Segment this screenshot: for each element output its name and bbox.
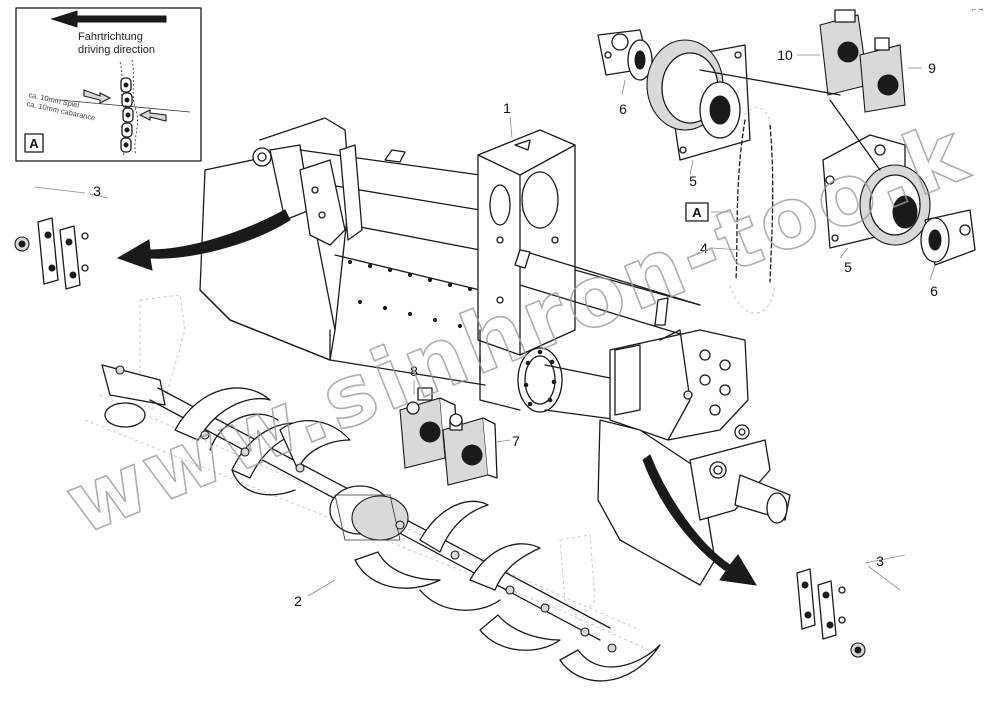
leader-lines — [34, 54, 936, 597]
inset-frame — [15, 7, 202, 162]
inset-view-tag: A — [29, 136, 39, 151]
direction-arrow-icon — [50, 10, 167, 28]
callout-5-right: 5 — [844, 259, 852, 275]
chain-view-tag-box — [685, 202, 709, 222]
callout-9: 9 — [928, 60, 936, 76]
gearbox-flange-top — [646, 39, 751, 161]
oil-canister-7 — [442, 413, 498, 486]
drive-chain — [729, 107, 776, 314]
hydraulic-motor-right — [920, 209, 976, 266]
bolt-row — [347, 259, 473, 329]
callout-6-top: 6 — [619, 101, 627, 117]
direction-label-en: driving direction — [78, 44, 155, 56]
gearbox-flange-right — [822, 134, 931, 249]
inset-view-tag-box — [24, 133, 44, 153]
callout-3-right: 3 — [876, 553, 884, 569]
chain-detail — [119, 59, 138, 156]
chain-view-tag: A — [692, 205, 702, 220]
swing-arrow-left-icon — [116, 209, 291, 271]
callout-6-right: 6 — [930, 283, 938, 299]
clamp-set-left — [14, 217, 89, 290]
callout-5-top: 5 — [689, 173, 697, 189]
oil-canister-9 — [859, 37, 906, 113]
clamp-set-right — [796, 568, 866, 658]
swing-arrow-right-icon — [642, 454, 757, 586]
clearance-arrow-right-icon — [138, 109, 167, 122]
callout-1: 1 — [503, 100, 511, 116]
auger-assembly — [84, 294, 661, 682]
callout-3-left: 3 — [93, 183, 101, 199]
callout-2: 2 — [294, 593, 302, 609]
corner-mark: ⌐ ¬ — [972, 5, 983, 14]
callout-7: 7 — [512, 433, 520, 449]
direction-label-de: Fahrtrichtung — [78, 31, 143, 43]
callout-4: 4 — [700, 240, 708, 256]
callout-10: 10 — [777, 47, 793, 63]
clearance-line — [59, 99, 191, 113]
callout-8: 8 — [410, 363, 418, 379]
main-housing — [199, 117, 791, 586]
clearance-arrow-left-icon — [83, 89, 112, 104]
detail-a-inset: Fahrtrichtung driving direction ca. 10mm… — [15, 7, 202, 162]
oil-canister-10 — [819, 9, 869, 96]
hydraulic-motor-top — [597, 29, 653, 81]
